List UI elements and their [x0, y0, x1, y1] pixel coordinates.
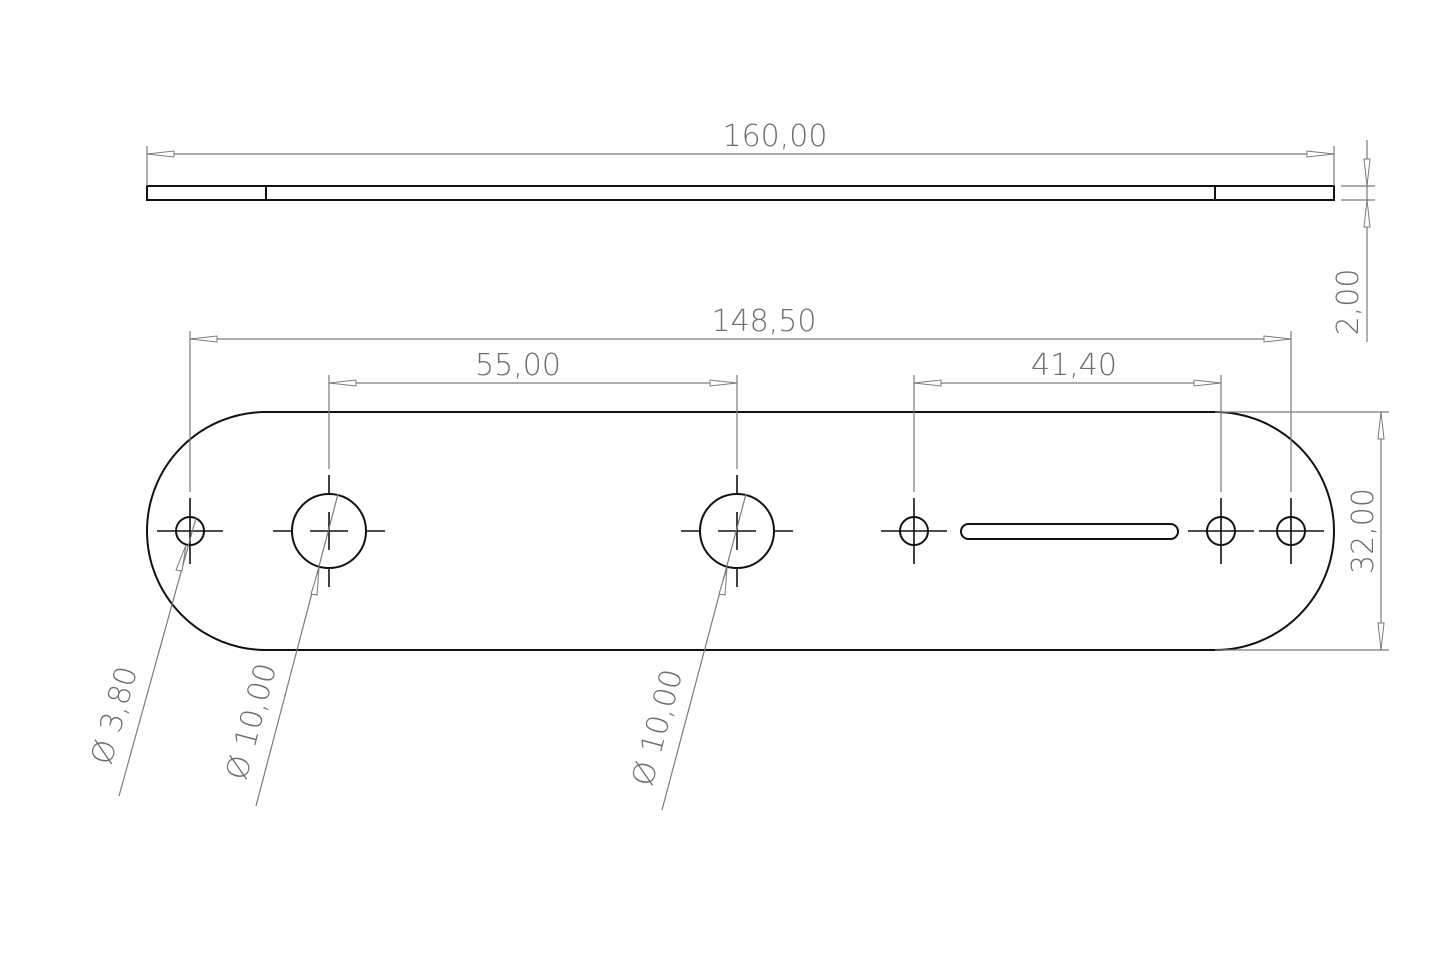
mount-hole-right: [1259, 498, 1324, 564]
switch-screw-hole-right: [1188, 498, 1254, 564]
arrow-right-icon: [709, 379, 738, 387]
dimension-text-thickness: 2,00: [1331, 269, 1366, 336]
dimension-switch-spacing-41: 41,40: [913, 348, 1222, 492]
arrow-up-icon: [1363, 199, 1371, 228]
arrow-left-icon: [189, 335, 218, 343]
dimension-thickness-2: 2,00: [1331, 140, 1375, 342]
side-view-plate: [146, 185, 1335, 201]
arrow-right-icon: [1193, 379, 1222, 387]
arrow-right-icon: [1263, 335, 1292, 343]
pot-hole-1: [273, 475, 385, 587]
arrow-left-icon: [328, 379, 357, 387]
switch-slot: [960, 523, 1179, 540]
mount-hole-left: [157, 498, 223, 564]
dimension-text-width: 32,00: [1346, 488, 1381, 574]
diameter-leader-mount-hole: Ø 3,80: [85, 517, 197, 797]
dimension-hole-span-148: 148,50: [189, 304, 1292, 492]
switch-screw-hole-left: [881, 498, 947, 564]
diameter-text-mount-hole: Ø 3,80: [85, 663, 145, 769]
arrow-up-icon: [1377, 411, 1385, 440]
dimension-width-32: 32,00: [1215, 411, 1389, 651]
dimension-text-length: 160,00: [723, 119, 828, 154]
diameter-leader-pot-hole-2: Ø 10,00: [626, 493, 747, 811]
arrow-down-icon: [1377, 622, 1385, 651]
diameter-text-pot-hole-2: Ø 10,00: [626, 666, 691, 790]
dimension-text-switch-spacing: 41,40: [1031, 348, 1117, 383]
dimension-text-knob-spacing: 55,00: [475, 348, 561, 383]
arrow-leader-icon: [175, 544, 187, 572]
dimension-length-160: 160,00: [146, 119, 1335, 186]
top-view: 148,50 55,00 41,40 32,00: [85, 304, 1389, 811]
side-view: 160,00 2,00: [146, 119, 1375, 342]
arrow-leader-icon: [718, 567, 728, 596]
dimension-knob-spacing-55: 55,00: [328, 348, 738, 469]
dimension-text-hole-span: 148,50: [712, 304, 817, 339]
pot-hole-2: [681, 475, 793, 587]
arrow-left-icon: [913, 379, 942, 387]
arrow-down-icon: [1363, 158, 1371, 187]
arrow-right-icon: [1306, 150, 1335, 158]
arrow-leader-icon: [310, 567, 320, 596]
arrow-left-icon: [146, 150, 175, 158]
diameter-text-pot-hole-1: Ø 10,00: [220, 660, 285, 784]
